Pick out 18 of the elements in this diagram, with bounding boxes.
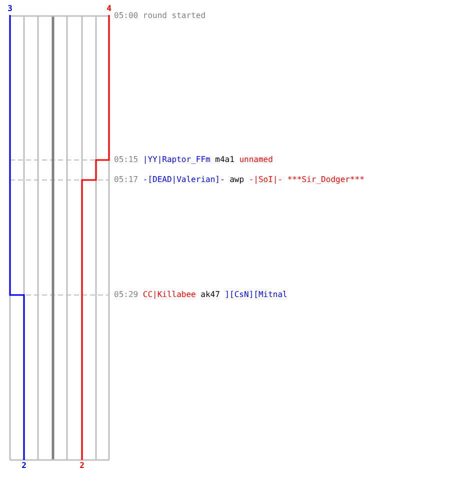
timestamp: 05:17: [114, 175, 138, 185]
weapon-name: m4a1: [215, 155, 234, 165]
player-name: unnamed: [239, 155, 273, 165]
weapon-name: awp: [230, 175, 244, 185]
player-name: ][CsN][Mitnal: [224, 290, 288, 300]
player-count: 4: [106, 4, 112, 14]
player-name: ***Sir_Dodger***: [287, 175, 364, 185]
timestamp: 05:29: [114, 290, 138, 300]
player-count: 2: [22, 461, 26, 471]
player-name: -[DEAD|Valerian]-: [142, 175, 225, 185]
timestamp: 05:15: [114, 155, 138, 165]
player-name: |YY|Raptor_FFm: [142, 155, 210, 165]
weapon-name: ak47: [200, 290, 220, 300]
player-count: 2: [80, 461, 84, 471]
event-text: 05:00 round started: [114, 11, 206, 21]
player-name: -|SoI|-: [248, 175, 283, 185]
player-count: 3: [8, 4, 12, 14]
player-name: CC|Killabee: [142, 290, 196, 300]
